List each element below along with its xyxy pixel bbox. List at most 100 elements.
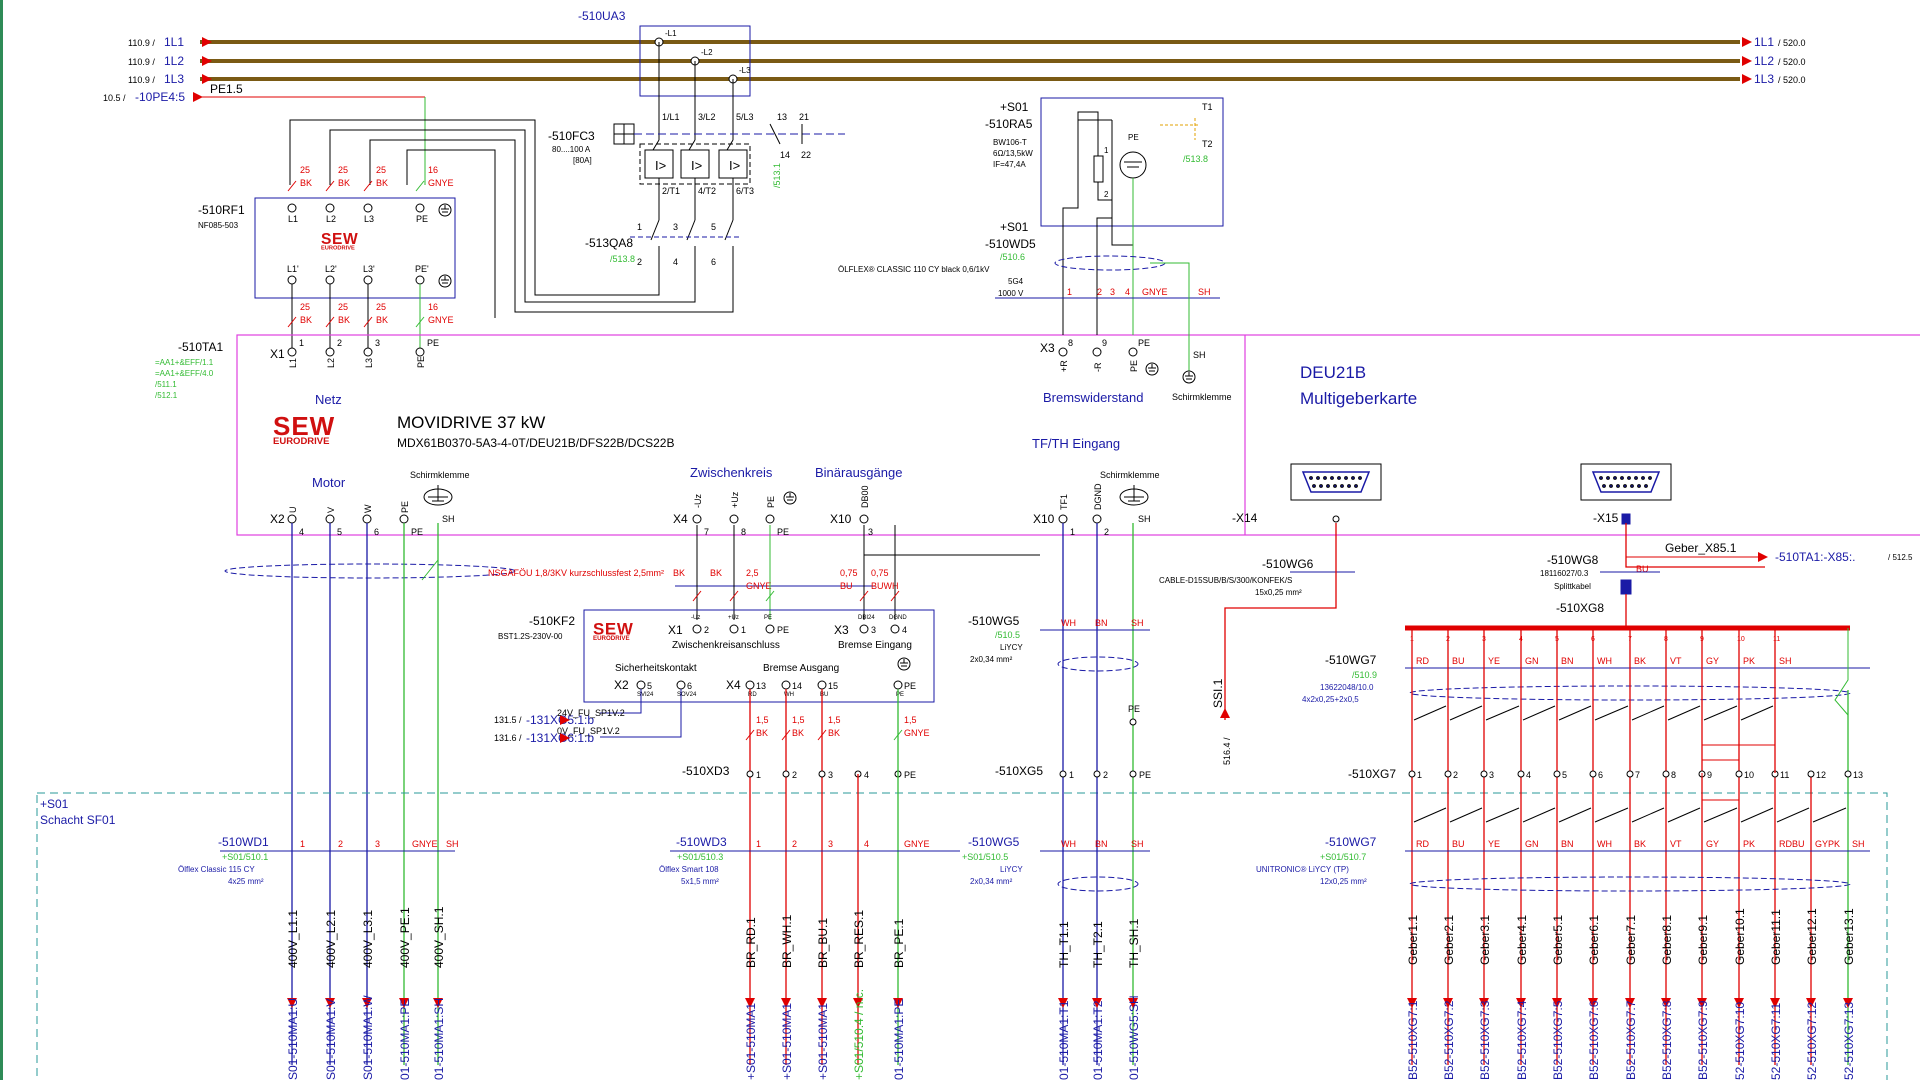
fc3-aux-terminal: 13 [777, 112, 787, 122]
wg7b-dest-arrow-icon [1407, 998, 1417, 1008]
wg5b-dest-label: 01-510MA1:T1 [1057, 1000, 1071, 1080]
wd1-dest-arrow-icon [399, 998, 409, 1008]
xg5-num: 2 [1103, 770, 1108, 780]
wg7b-core: BN [1561, 839, 1574, 849]
wd3-dest-arrow-icon [781, 998, 791, 1008]
wire-tick [287, 180, 297, 192]
ta1-x1-terminal [325, 347, 335, 357]
dsub-pin [1616, 484, 1620, 488]
ta1-x10b-terminal-num: 2 [1104, 527, 1109, 537]
xg5in-arrow-icon [560, 733, 570, 743]
wd3-dest-arrow-icon [817, 998, 827, 1008]
bus-out-arrow-icon [1742, 37, 1752, 47]
wg7a-core: WH [1597, 656, 1612, 666]
wire-tick [729, 590, 739, 602]
kf2-x4-num: 15 [828, 681, 838, 691]
xg7-terminal [1480, 770, 1488, 778]
twisted-pair-mark [1667, 705, 1701, 721]
sew-logo-text: SEW [273, 411, 335, 441]
ta1-x2-terminal [325, 514, 335, 524]
wg7-bridge [1701, 773, 1739, 801]
xd3-wire-color: BK [792, 728, 804, 738]
ta1-ref: /511.1 [155, 380, 177, 389]
xg7-label: -510XG7 [1348, 767, 1396, 781]
wd5-core: 4 [1125, 287, 1130, 297]
motor-shield-drain [421, 523, 439, 581]
wg7b-ref: +S01/510.7 [1320, 852, 1366, 862]
wd5-label: -510WD5 [985, 237, 1036, 251]
xg5in-ref: 131.5 / [494, 715, 522, 725]
xg7-num: 12 [1816, 770, 1826, 780]
wd3-core: 4 [864, 839, 869, 849]
wg7-jumper [1701, 628, 1740, 773]
wg5b-shield-symbol [1057, 876, 1139, 892]
twisted-pair-mark [1522, 807, 1556, 823]
ta1-x2-sh: SH [442, 514, 455, 524]
ta1-x3-terminal-num: 8 [1068, 338, 1073, 348]
kf2-be: Bremse Eingang [838, 640, 912, 651]
twisted-pair-mark [1812, 807, 1847, 823]
ta1-enclosure [236, 334, 1920, 536]
qa8-terminal: 3 [673, 222, 678, 232]
wg7b-dest-label: 52-510XG7:11 [1769, 1003, 1783, 1080]
wd5-sh-label: SH [1193, 350, 1206, 360]
ta1-x10b-terminal-label: TF1 [1059, 494, 1069, 510]
xg7-terminal [1444, 770, 1452, 778]
wire-aux [406, 149, 496, 318]
rf1-bot-wire-size: 16 [428, 302, 438, 312]
rf1-top-wire-color: BK [376, 178, 388, 188]
dsub-pin [1316, 476, 1320, 480]
wd1-dest-arrow-icon [362, 998, 372, 1008]
wd3-label: -510WD3 [676, 835, 727, 849]
bus-out-arrow-icon [1742, 56, 1752, 66]
wg7b-wire-label: Geber11.1 [1769, 909, 1783, 965]
fc3-setting: [80A] [573, 156, 592, 165]
bus-ref: 110.9 / [128, 75, 155, 85]
wd5-shield-drain [1150, 262, 1190, 372]
kf2-x4-num: 13 [756, 681, 766, 691]
kf2-x1-num: 1 [741, 625, 746, 635]
sew-logo-subtext: EURODRIVE [273, 436, 329, 447]
ta1-binaerausgaenge: Binärausgänge [815, 465, 902, 480]
wd3-ref: +S01/510.3 [677, 852, 723, 862]
kf2-x3-terminal [890, 624, 900, 634]
wg7b-dest-label: B52-510XG7:4 [1515, 1000, 1529, 1080]
wd5-cable-type: ÖLFLEX® CLASSIC 110 CY black 0,6/1kV [838, 265, 990, 274]
wd3-core: GNYE [904, 839, 930, 849]
dsub-pin [1606, 476, 1610, 480]
wg8-geber: Geber_X85.1 [1665, 541, 1737, 555]
xg5-terminal [1059, 770, 1067, 778]
ta1-x3-terminal-label: PE [1129, 360, 1139, 372]
ra5-pe-label: PE [1128, 133, 1139, 142]
wg5b-dest-arrow-icon [1092, 998, 1102, 1008]
ta1-x2-terminal-label: U [288, 507, 298, 514]
pe-tag: PE1.5 [210, 82, 243, 96]
rf1-top-wire-color: BK [300, 178, 312, 188]
wg7a-core: BU [1452, 656, 1465, 666]
ta1-x2-terminal-label: PE [400, 501, 410, 513]
qa8-terminal: 4 [673, 257, 678, 267]
xg7-num: 3 [1489, 770, 1494, 780]
ta1-x1-terminal-label: L3 [364, 358, 374, 368]
ra5-type: BW106-T [993, 138, 1027, 147]
xg5in-signal: 0V_FU_SP1V.2 [557, 726, 620, 736]
xd3-wire-size: 1,5 [828, 715, 841, 725]
xg5-terminal [1093, 770, 1101, 778]
wg7b-core: BK [1634, 839, 1646, 849]
ta1-x4-terminal-label: +Uz [730, 491, 740, 508]
wg5b-wire-label: TH_T1.1 [1057, 921, 1071, 968]
qa8-terminal: 1 [637, 222, 642, 232]
kf2-x2-num: 5 [647, 681, 652, 691]
pe-label: -10PE4:5 [135, 90, 185, 104]
wg8-sub: Splittkabel [1554, 582, 1591, 591]
wg7b-core: VT [1670, 839, 1682, 849]
nsga-wire-size: BK [673, 568, 685, 578]
wg7b-dest-arrow-icon [1443, 998, 1453, 1008]
ta1-x1-label: X1 [270, 347, 285, 361]
wg7b-dest-label: B52-510XG7:7 [1624, 1000, 1638, 1080]
bus-target: 1L3 [1754, 72, 1774, 86]
rf1-bot-terminal [363, 275, 373, 285]
ta1-x2-terminal [287, 514, 297, 524]
wg7b-wire-label: Geber5.1 [1551, 915, 1565, 965]
kf2-earth-icon [897, 657, 911, 671]
